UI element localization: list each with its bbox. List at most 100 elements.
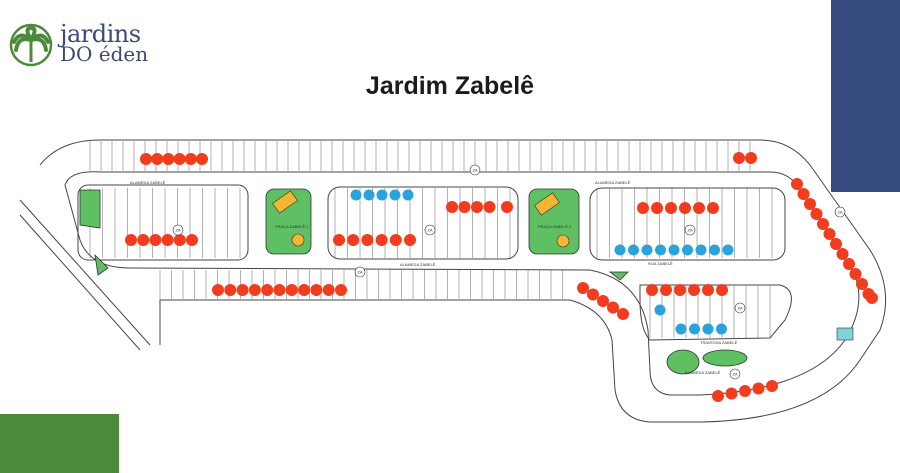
sold-lot[interactable] — [347, 234, 360, 246]
reserved-lot[interactable] — [709, 244, 720, 256]
sold-lot[interactable] — [665, 202, 677, 214]
sold-lot[interactable] — [273, 284, 286, 296]
sold-lot[interactable] — [196, 153, 208, 165]
block-1 — [77, 184, 249, 261]
sold-lot[interactable] — [248, 284, 261, 296]
reserved-lot[interactable] — [363, 189, 375, 201]
sold-lot[interactable] — [791, 178, 803, 190]
sold-lot[interactable] — [607, 301, 619, 314]
reserved-lot[interactable] — [682, 244, 693, 256]
reserved-lot[interactable] — [702, 323, 714, 335]
reserved-lot[interactable] — [389, 189, 401, 201]
sold-lot[interactable] — [651, 202, 663, 214]
sold-lot[interactable] — [310, 284, 323, 296]
sold-lot[interactable] — [707, 202, 719, 214]
zone-marker-label: ZA — [732, 372, 737, 377]
sold-lot[interactable] — [716, 284, 728, 296]
sold-lot[interactable] — [458, 201, 471, 213]
page-title: Jardim Zabelê — [365, 72, 535, 100]
sold-lot[interactable] — [137, 234, 150, 246]
sold-lot[interactable] — [823, 228, 836, 240]
zone-marker — [684, 224, 696, 236]
reserved-lot[interactable] — [722, 244, 734, 256]
sold-lot[interactable] — [637, 202, 649, 214]
reserved-lot[interactable] — [675, 323, 687, 335]
side-road-1 — [19, 199, 151, 346]
sold-lot[interactable] — [679, 202, 691, 214]
sold-lot[interactable] — [184, 153, 197, 165]
sold-lot[interactable] — [804, 198, 816, 210]
sold-lot[interactable] — [261, 284, 274, 296]
sold-lot[interactable] — [660, 284, 672, 296]
sold-lot[interactable] — [389, 234, 402, 246]
sold-lot[interactable] — [617, 308, 629, 320]
special-lot — [836, 327, 854, 341]
zone-marker — [729, 368, 741, 380]
sold-lot[interactable] — [161, 234, 174, 246]
sold-lot[interactable] — [162, 153, 175, 165]
sold-lot[interactable] — [333, 234, 345, 246]
sold-lot[interactable] — [404, 234, 416, 246]
sold-lot[interactable] — [817, 218, 829, 230]
sold-lot[interactable] — [446, 201, 458, 213]
sold-lot[interactable] — [810, 208, 823, 220]
sold-lot[interactable] — [725, 387, 738, 400]
sold-lot[interactable] — [224, 284, 237, 296]
sold-lot[interactable] — [646, 284, 658, 296]
sold-lot[interactable] — [849, 268, 862, 280]
sold-lot[interactable] — [733, 152, 745, 164]
sold-lot[interactable] — [483, 201, 496, 213]
sold-lot[interactable] — [577, 282, 589, 294]
sold-lot[interactable] — [702, 284, 714, 296]
sold-lot[interactable] — [149, 234, 162, 246]
sold-lot[interactable] — [843, 258, 855, 270]
sold-lot[interactable] — [712, 390, 724, 402]
reserved-lot[interactable] — [655, 244, 666, 256]
reserved-lot[interactable] — [376, 189, 388, 201]
reserved-lot[interactable] — [695, 244, 707, 256]
sold-lot[interactable] — [866, 292, 878, 304]
reserved-lot[interactable] — [641, 244, 653, 256]
reserved-lot[interactable] — [628, 244, 639, 256]
sold-lot[interactable] — [471, 201, 483, 213]
sold-lot[interactable] — [836, 248, 849, 260]
reserved-lot[interactable] — [668, 244, 680, 256]
reserved-lot[interactable] — [350, 189, 362, 201]
sold-lot[interactable] — [285, 284, 298, 296]
reserved-lot[interactable] — [614, 244, 626, 256]
zone-marker-label: ZA — [687, 228, 692, 233]
sold-lot[interactable] — [186, 234, 198, 246]
sold-lot[interactable] — [173, 153, 186, 165]
sold-lot[interactable] — [597, 295, 609, 307]
sold-lot[interactable] — [830, 238, 842, 250]
sold-lot[interactable] — [501, 201, 513, 213]
sold-lot[interactable] — [298, 284, 311, 296]
sold-lot[interactable] — [173, 234, 186, 246]
sold-lot[interactable] — [739, 385, 751, 397]
reserved-lot[interactable] — [689, 323, 700, 335]
sold-lot[interactable] — [236, 284, 249, 296]
sold-lot[interactable] — [693, 202, 705, 214]
sold-lot[interactable] — [151, 153, 164, 165]
reserved-lot[interactable] — [654, 304, 666, 316]
sold-lot[interactable] — [766, 380, 778, 392]
sold-lot[interactable] — [335, 284, 347, 296]
sold-lot[interactable] — [322, 284, 335, 296]
sold-lot[interactable] — [361, 234, 374, 246]
sold-lot[interactable] — [745, 152, 757, 164]
sold-lot[interactable] — [587, 288, 599, 301]
reserved-lot[interactable] — [402, 189, 414, 201]
sold-lot[interactable] — [140, 153, 152, 165]
sold-lot[interactable] — [375, 234, 388, 246]
reserved-lot[interactable] — [716, 323, 727, 335]
sold-lot[interactable] — [125, 234, 137, 246]
zone-marker — [172, 224, 184, 236]
sold-lot[interactable] — [797, 188, 810, 200]
sold-lot[interactable] — [856, 278, 868, 290]
sold-lot[interactable] — [674, 284, 686, 296]
sold-lot[interactable] — [212, 284, 224, 296]
zone-marker — [834, 206, 846, 218]
sold-lot[interactable] — [752, 382, 765, 395]
sold-lot[interactable] — [688, 284, 700, 296]
